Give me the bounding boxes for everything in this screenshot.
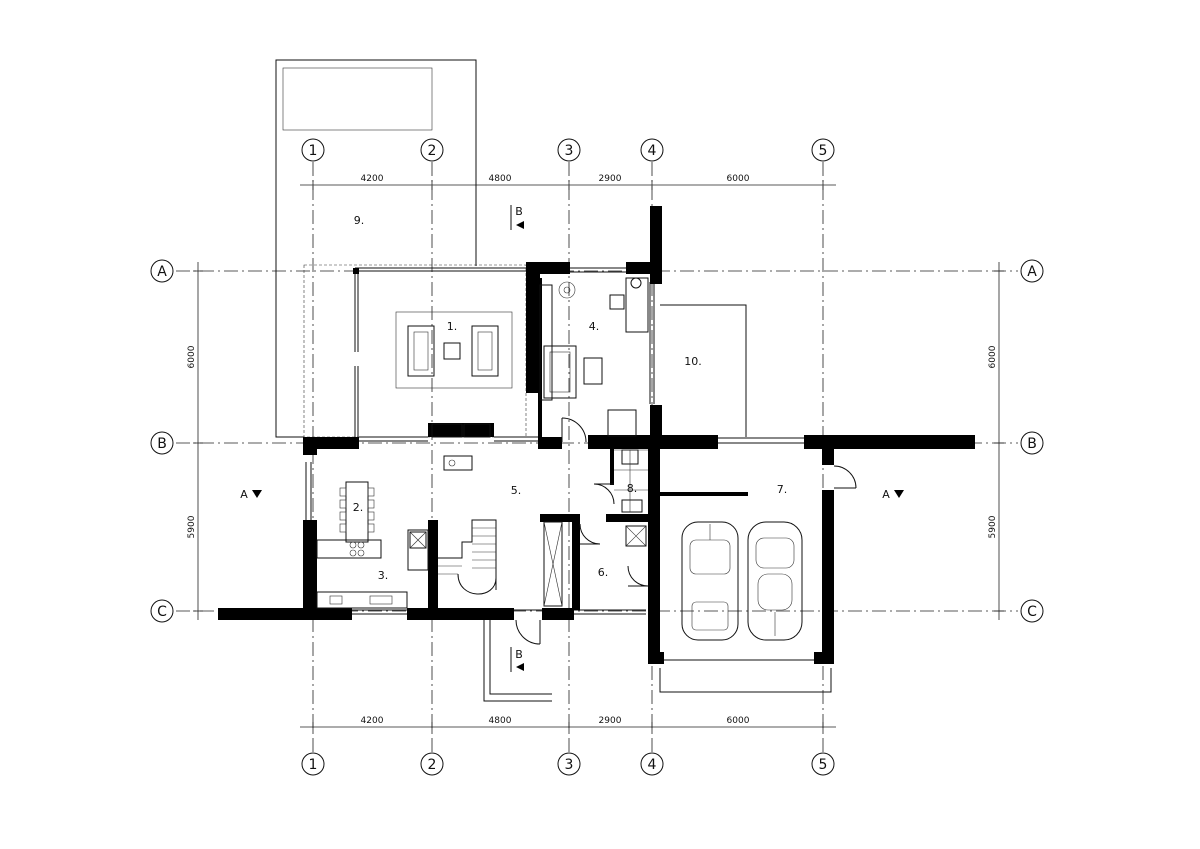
dimension-chain-left: [193, 262, 203, 620]
section-a-right-label: A: [882, 488, 890, 501]
living-room-furniture: [395, 311, 513, 438]
dim-top-4: 6000: [727, 174, 750, 184]
section-a-left-label: A: [240, 488, 248, 501]
stair-and-storage: [409, 519, 647, 607]
axis-5-bottom: 5: [819, 757, 828, 773]
dim-top-1: 4200: [361, 174, 384, 184]
kitchen-furniture: [316, 455, 473, 609]
room-label-7: 7.: [777, 483, 788, 496]
room-label-10: 10.: [684, 355, 702, 368]
room-label-2: 2.: [353, 501, 364, 514]
axis-c-right: C: [1027, 604, 1037, 620]
axis-4-bottom: 4: [648, 757, 657, 773]
axis-1-bottom: 1: [309, 757, 318, 773]
axis-a-right: A: [1027, 264, 1037, 280]
dim-top-3: 2900: [599, 174, 622, 184]
room-label-3: 3.: [378, 569, 389, 582]
thin-outlines: [483, 304, 832, 702]
wc-fixtures: [614, 449, 648, 513]
office-furniture: [539, 277, 649, 437]
dimension-chain-right: [994, 262, 1004, 620]
axis-a-left: A: [157, 264, 167, 280]
glazing: [305, 267, 804, 615]
dim-left-2: 5900: [187, 515, 197, 538]
dim-left-1: 6000: [187, 345, 197, 368]
axis-bubbles-bottom: 1 2 3 4 5: [301, 752, 835, 776]
dim-bottom-2: 4800: [489, 716, 512, 726]
section-mark-a-left: A: [240, 488, 262, 501]
axis-4-top: 4: [648, 143, 657, 159]
dimension-chain-top: [300, 180, 836, 190]
garage-cars: [681, 521, 803, 641]
axis-2-bottom: 2: [428, 757, 437, 773]
section-mark-b-bottom: B: [510, 647, 524, 672]
section-mark-a-right: A: [882, 488, 904, 501]
axis-3-top: 3: [565, 143, 574, 159]
axis-bubbles-right: A B C: [1020, 259, 1044, 623]
doors: [515, 417, 857, 645]
axis-b-left: B: [157, 436, 167, 452]
room-label-6: 6.: [598, 566, 609, 579]
section-mark-b-top: B: [510, 205, 524, 230]
room-label-4: 4.: [589, 320, 600, 333]
room-label-1: 1.: [447, 320, 458, 333]
axis-bubbles-left: A B C: [150, 259, 174, 623]
section-b-bottom-label: B: [515, 648, 523, 661]
axis-c-left: C: [157, 604, 167, 620]
dim-bottom-1: 4200: [361, 716, 384, 726]
dim-bottom-4: 6000: [727, 716, 750, 726]
grid-axis-lines: [176, 162, 1018, 752]
terrace-outline: [275, 59, 527, 438]
axis-2-top: 2: [428, 143, 437, 159]
room-label-8: 8.: [627, 482, 638, 495]
dim-top-2: 4800: [489, 174, 512, 184]
dimension-chain-bottom: [300, 722, 836, 732]
walls: [218, 206, 975, 664]
dim-right-2: 5900: [988, 515, 998, 538]
room-label-9: 9.: [354, 214, 365, 227]
room-labels: 1. 2. 3. 4. 5. 6. 7. 8. 9. 10.: [353, 214, 788, 582]
axis-1-top: 1: [309, 143, 318, 159]
axis-b-right: B: [1027, 436, 1037, 452]
dim-right-1: 6000: [988, 345, 998, 368]
dimension-labels: 4200 4800 2900 6000 4200 4800 2900 6000 …: [187, 174, 998, 726]
axis-5-top: 5: [819, 143, 828, 159]
room-label-5: 5.: [511, 484, 522, 497]
axis-bubbles-top: 1 2 3 4 5: [301, 138, 835, 162]
section-b-top-label: B: [515, 205, 523, 218]
axis-3-bottom: 3: [565, 757, 574, 773]
dim-bottom-3: 2900: [599, 716, 622, 726]
